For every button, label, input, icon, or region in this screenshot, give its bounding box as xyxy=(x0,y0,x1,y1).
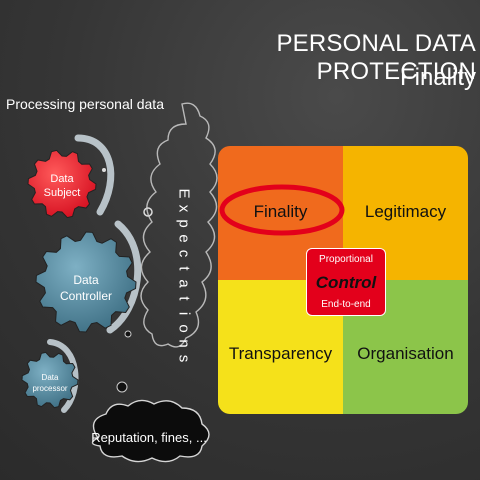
slide-title: PERSONAL DATA PROTECTION xyxy=(276,30,476,85)
gear-processor-line1: Data xyxy=(42,373,59,382)
bubble-2 xyxy=(124,330,132,338)
gear-subject-line2: Subject xyxy=(44,187,81,199)
gear-data-controller xyxy=(35,231,137,333)
gear-data-subject xyxy=(27,149,97,219)
cell-organisation: Organisation xyxy=(343,280,468,414)
cell-transparency: Transparency xyxy=(218,280,343,414)
control-main-label: Control xyxy=(315,273,377,292)
cell-organisation-label: Organisation xyxy=(357,344,454,363)
gear1-shape xyxy=(27,149,97,219)
control-box: Proportional Control End-to-end xyxy=(306,248,386,316)
processing-label: Processing personal data xyxy=(6,96,164,112)
reputation-cloud xyxy=(91,399,210,463)
gear2-shape xyxy=(35,231,137,333)
gear-subject-line1: Data xyxy=(50,173,74,185)
gear-controller-line2: Controller xyxy=(60,289,112,303)
arrow-subject-to-controller xyxy=(74,134,115,216)
gear-processor-line2: processor xyxy=(32,384,67,393)
bubble-3 xyxy=(116,381,128,393)
expectations-letter: s xyxy=(175,354,193,363)
control-bottom-label: End-to-end xyxy=(321,299,371,310)
principles-matrix: Finality Legitimacy Transparency Organis… xyxy=(218,146,468,414)
gear3-shape xyxy=(21,351,79,409)
reputation-text: Reputation, fines, ... xyxy=(91,430,207,445)
arrow-processor-loop xyxy=(47,339,79,413)
control-top-label: Proportional xyxy=(319,254,373,265)
expectations-cloud xyxy=(140,102,218,348)
cell-transparency-label: Transparency xyxy=(228,344,333,363)
gear-data-processor xyxy=(21,351,79,409)
gear-controller-line1: Data xyxy=(73,273,99,287)
slide-subtitle: Finality xyxy=(399,64,476,91)
arrow-controller-to-processor xyxy=(106,220,142,334)
bubble-4 xyxy=(102,168,106,172)
cell-legitimacy-label: Legitimacy xyxy=(364,202,447,221)
cell-finality-label: Finality xyxy=(253,202,308,221)
